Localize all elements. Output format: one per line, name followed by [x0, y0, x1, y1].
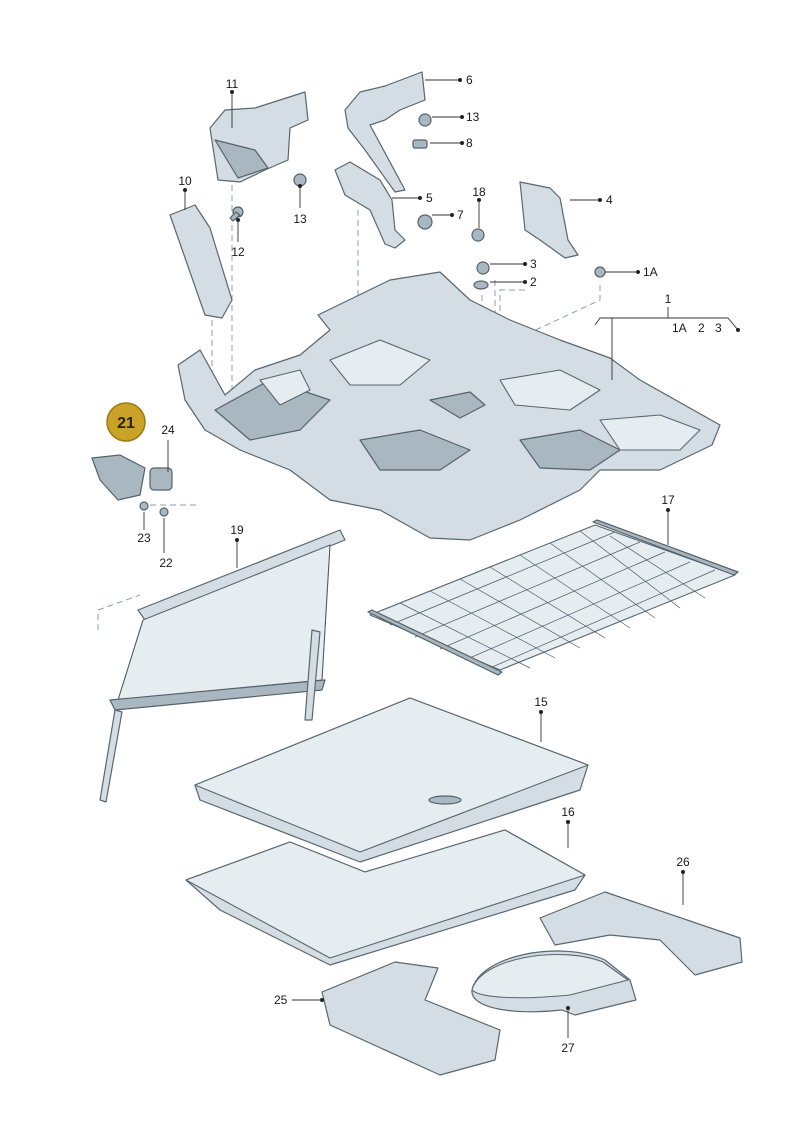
leader-lines — [143, 78, 740, 1038]
highlight-badge-21[interactable]: 21 — [106, 402, 146, 442]
callout-23: 23 — [137, 531, 151, 545]
floor-mat-16 — [185, 829, 586, 966]
callout-2-sub: 2 — [698, 321, 705, 335]
callout-22: 22 — [159, 556, 173, 570]
callout-26: 26 — [676, 855, 690, 869]
callout-19: 19 — [230, 523, 244, 537]
callout-1A-sub: 1A — [672, 321, 687, 335]
round-cover-27 — [471, 950, 637, 1016]
floor-carpet — [177, 271, 721, 541]
callout-11: 11 — [226, 77, 239, 91]
trim-panel-11 — [209, 91, 309, 183]
cargo-net-17 — [367, 519, 739, 676]
panel-4 — [519, 181, 579, 259]
callout-13a: 13 — [466, 110, 480, 124]
callout-4: 4 — [606, 193, 613, 207]
callout-16: 16 — [561, 805, 575, 819]
callout-3-sub: 3 — [715, 321, 722, 335]
callout-24: 24 — [161, 423, 175, 437]
callout-1: 1 — [665, 292, 672, 306]
callout-8: 8 — [466, 136, 473, 150]
screw-8 — [412, 139, 428, 149]
bracket-21-assembly — [91, 454, 173, 517]
callout-15: 15 — [534, 695, 548, 709]
bracket-6 — [344, 71, 426, 193]
highlight-badge-label: 21 — [117, 415, 135, 432]
callout-3: 3 — [530, 257, 537, 271]
callout-1A: 1A — [643, 265, 658, 279]
callout-10: 10 — [178, 174, 192, 188]
trim-panel-10 — [169, 204, 233, 319]
floor-panel-15 — [194, 697, 589, 863]
callout-12: 12 — [231, 245, 245, 259]
callout-2: 2 — [530, 275, 537, 289]
callout-27: 27 — [561, 1041, 575, 1055]
callout-7: 7 — [457, 208, 464, 222]
callout-25: 25 — [274, 993, 288, 1007]
callout-labels: 11 6 13 8 13 10 12 5 7 18 4 3 2 1A 1 1A … — [137, 73, 722, 1055]
foam-insert-26 — [539, 891, 743, 976]
cargo-partition-19 — [99, 529, 346, 803]
callout-17: 17 — [661, 493, 675, 507]
callout-5: 5 — [426, 191, 433, 205]
callout-13b: 13 — [293, 212, 307, 226]
foam-insert-25 — [321, 961, 501, 1076]
trim-panel-5 — [334, 161, 406, 249]
callout-6: 6 — [466, 73, 473, 87]
callout-18: 18 — [472, 185, 486, 199]
highlight-badge-circle[interactable] — [106, 402, 146, 442]
screw-12 — [229, 206, 244, 222]
